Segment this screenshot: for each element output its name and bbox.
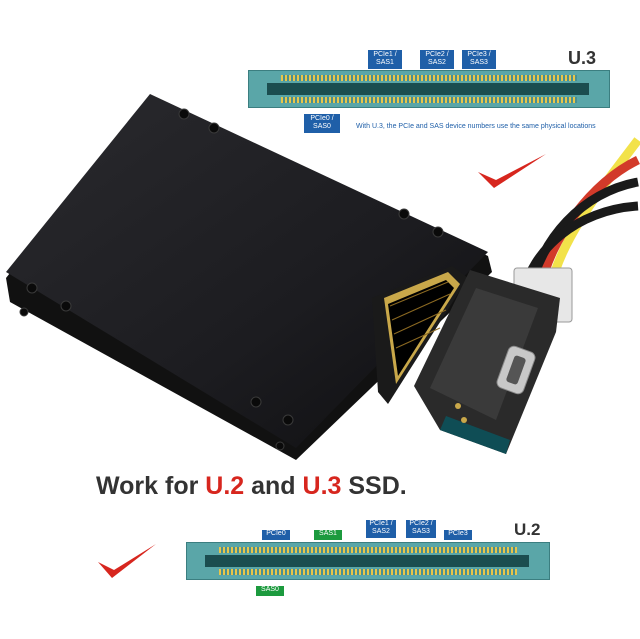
headline-prefix: Work for bbox=[96, 472, 206, 500]
headline-and: and bbox=[244, 472, 303, 500]
u3-note: With U.3, the PCIe and SAS device number… bbox=[356, 123, 596, 130]
u3-label-pcie1-sas1: PCIe1 / SAS1 bbox=[368, 50, 402, 69]
u3-title: U.3 bbox=[568, 48, 597, 68]
u3-diagram: PCIe1 / SAS1 PCIe2 / SAS2 PCIe3 / SAS3 U… bbox=[240, 44, 620, 139]
ssd-enclosure-image bbox=[6, 94, 492, 460]
u2-title: U.2 bbox=[514, 520, 541, 539]
u2-connector bbox=[186, 542, 550, 580]
u2-label-pcie3: PCIe3 bbox=[444, 530, 472, 540]
headline-u2: U.2 bbox=[205, 472, 245, 500]
u3-connector bbox=[248, 70, 610, 108]
u3-label-pcie2-sas2: PCIe2 / SAS2 bbox=[420, 50, 454, 69]
headline: Work for U.2 and U.3 SSD. bbox=[96, 472, 407, 501]
u3-label-pcie0-sas0: PCIe0 / SAS0 bbox=[304, 114, 340, 133]
headline-suffix: SSD. bbox=[341, 472, 407, 500]
adapter-board-image bbox=[414, 137, 640, 454]
u2-diagram: PCIe0 SAS1 PCIe1 / SAS2 PCIe2 / SAS3 PCI… bbox=[180, 516, 580, 616]
headline-u3: U.3 bbox=[302, 472, 342, 500]
u2-label-sas0: SAS0 bbox=[256, 586, 284, 596]
u2-label-sas1: SAS1 bbox=[314, 530, 342, 540]
red-checkmark-icon bbox=[98, 544, 156, 578]
u2-label-pcie0: PCIe0 bbox=[262, 530, 290, 540]
u2-label-pcie1-sas2: PCIe1 / SAS2 bbox=[366, 520, 396, 538]
u2-label-pcie2-sas3: PCIe2 / SAS3 bbox=[406, 520, 436, 538]
u3-label-pcie3-sas3: PCIe3 / SAS3 bbox=[462, 50, 496, 69]
